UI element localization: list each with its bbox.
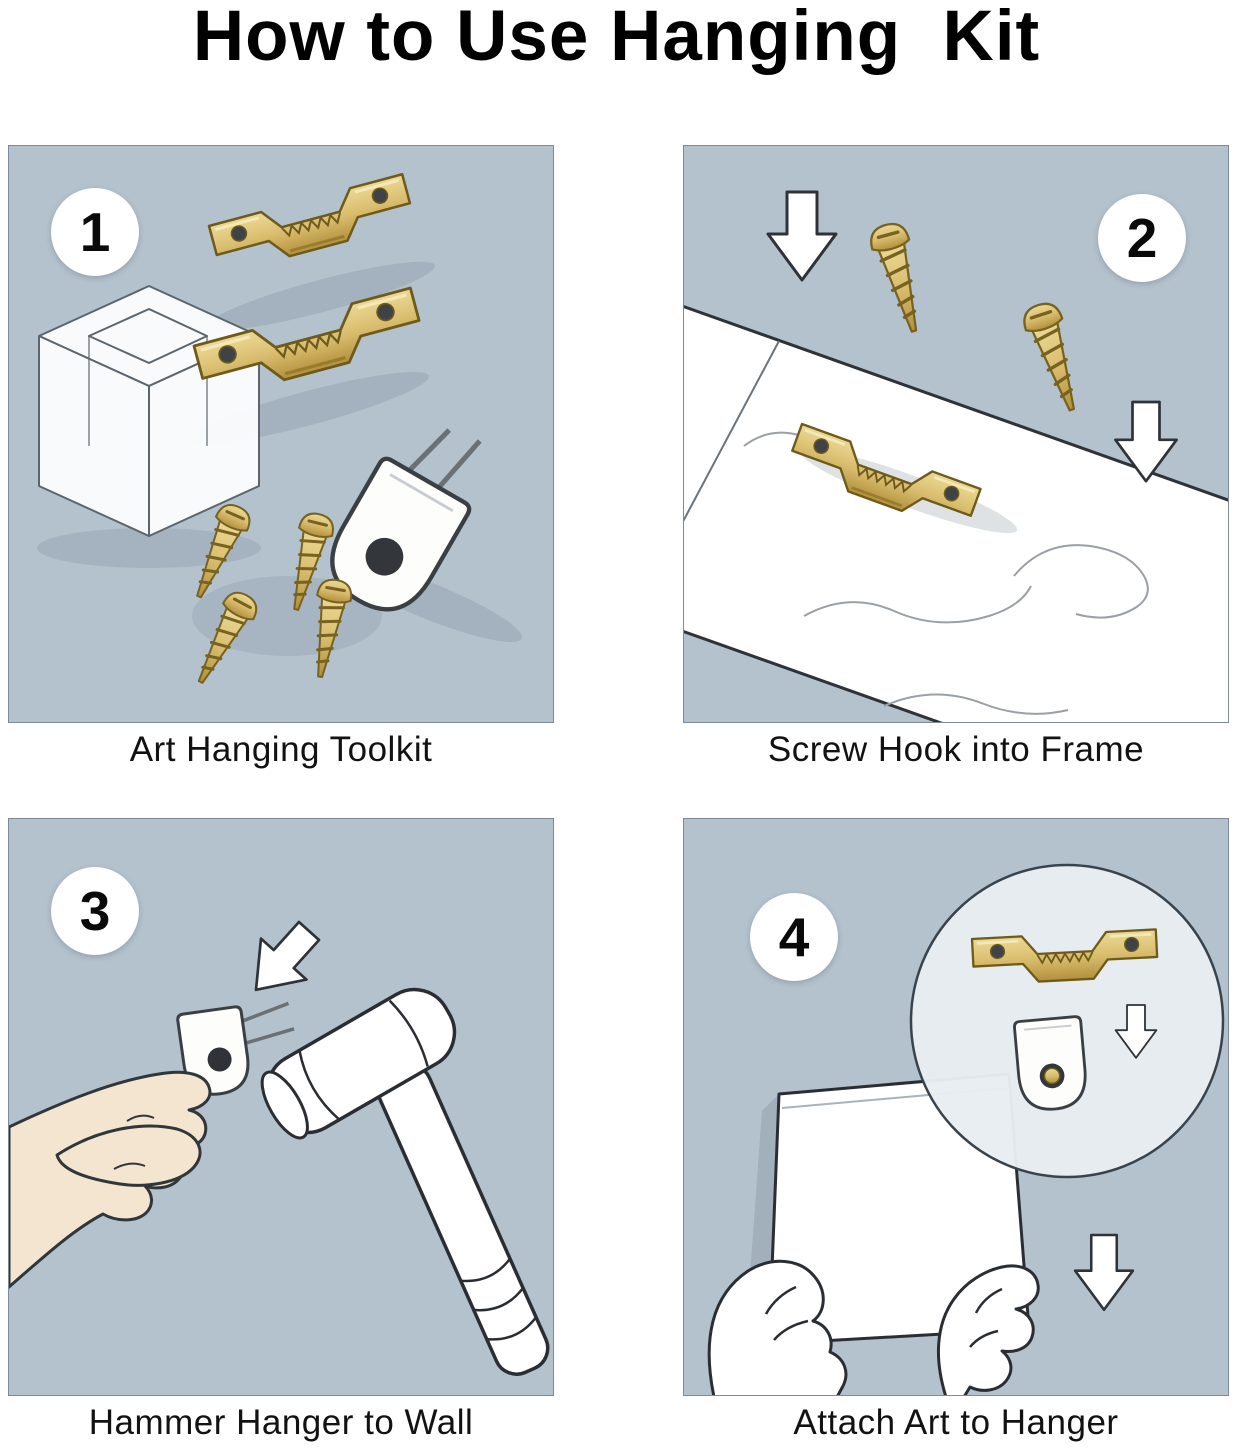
thumb	[55, 1124, 202, 1187]
step-3-illustration	[9, 909, 550, 1376]
wall-hook-icon	[176, 1001, 295, 1096]
step-number: 1	[79, 201, 111, 263]
wood-grain-lines	[743, 431, 1149, 715]
step-2-caption: Screw Hook into Frame	[767, 730, 1145, 769]
storage-box-illustration	[38, 285, 260, 537]
step-number: 3	[79, 880, 111, 942]
hand-illustration	[9, 1070, 212, 1289]
step-2-illustration	[684, 190, 1228, 722]
step-3-panel: 3	[8, 818, 554, 1396]
down-arrow-icon	[1073, 1233, 1135, 1312]
down-arrow-icon	[231, 909, 334, 1012]
screw-icon	[865, 218, 935, 338]
step-4-illustration	[707, 863, 1225, 1395]
step-1-panel: 1	[8, 145, 554, 723]
magnifier-circle	[909, 863, 1225, 1179]
miter-joint-line	[684, 340, 780, 522]
step-4-caption: Attach Art to Hanger	[793, 1403, 1119, 1442]
right-hand-illustration	[937, 1264, 1040, 1395]
down-arrow-icon	[766, 190, 838, 282]
left-hand-illustration	[707, 1259, 848, 1395]
step-4-panel: 4	[683, 818, 1229, 1396]
step-2-panel: 2	[683, 145, 1229, 723]
step-1-number-badge: 1	[51, 188, 139, 276]
step-3-caption: Hammer Hanger to Wall	[88, 1403, 474, 1442]
step-4-number-badge: 4	[750, 893, 838, 981]
step-number: 4	[778, 906, 810, 968]
step-1-caption: Art Hanging Toolkit	[129, 730, 433, 769]
hammer-head	[260, 987, 457, 1140]
hammer-handle	[376, 1063, 550, 1376]
screw-icon	[1018, 297, 1092, 418]
step-3-number-badge: 3	[51, 867, 139, 955]
zoom-detail-hook	[1013, 1015, 1087, 1111]
sawtooth-hanger-icon	[207, 172, 417, 276]
step-2-number-badge: 2	[1098, 194, 1186, 282]
page-title: How to Use Hanging Kit	[192, 0, 1041, 76]
step-1-illustration	[37, 172, 522, 692]
wood-frame-board	[684, 305, 1228, 722]
step-number: 2	[1126, 207, 1158, 269]
